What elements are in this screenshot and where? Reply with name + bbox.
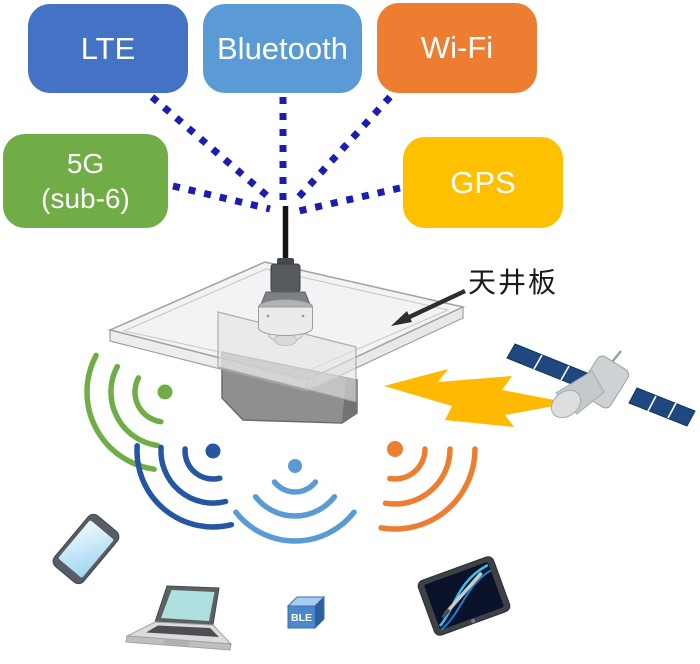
tech-box-lte-label: LTE	[80, 30, 136, 66]
tech-box-bluetooth: Bluetooth	[203, 4, 362, 93]
tech-box-gps: GPS	[403, 137, 563, 228]
tech-box-gps-label: GPS	[450, 164, 516, 200]
ble-beacon-label: BLE	[291, 612, 312, 624]
signal-arcs-dark-blue	[134, 442, 235, 530]
signal-arcs-green	[84, 352, 173, 472]
smartphone-icon	[52, 513, 120, 585]
tech-box-bluetooth-label: Bluetooth	[217, 30, 348, 66]
tech-box-lte: LTE	[28, 4, 188, 93]
dotted-link-lte	[149, 94, 275, 203]
tech-box-5g-label-line2: (sub-6)	[41, 183, 130, 214]
tablet-icon	[417, 556, 511, 636]
signal-arcs-orange	[378, 441, 478, 532]
satellite-icon	[506, 343, 696, 427]
lightning-bolt-icon	[384, 369, 570, 427]
translucent-plate	[217, 311, 357, 403]
dotted-link-gps	[298, 184, 401, 215]
tech-box-5g: 5G (sub-6)	[3, 134, 168, 228]
ceiling-board-label: 天井板	[468, 267, 559, 298]
dotted-link-group	[149, 94, 401, 215]
laptop-icon	[125, 585, 233, 651]
tech-box-wifi-label: Wi-Fi	[420, 30, 494, 66]
antenna-unit-icon	[258, 258, 313, 336]
tech-box-wifi: Wi-Fi	[377, 3, 537, 93]
ceiling-label-arrow	[391, 288, 466, 326]
signal-arcs-light-blue	[233, 459, 357, 544]
tech-box-5g-label-line1: 5G	[66, 148, 105, 179]
dotted-link-5g	[172, 182, 271, 213]
ble-beacon-icon: BLE	[286, 595, 326, 630]
dotted-link-wifi	[293, 94, 393, 203]
